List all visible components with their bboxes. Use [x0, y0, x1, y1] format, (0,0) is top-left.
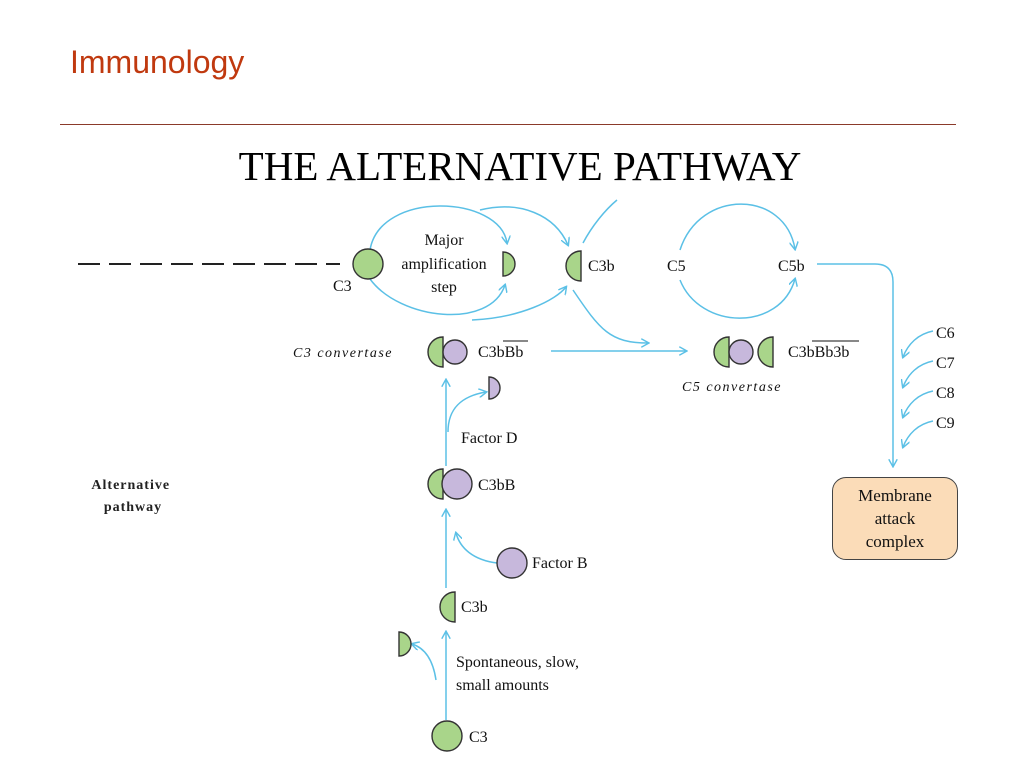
label-factor-d: Factor D: [461, 430, 517, 447]
c3bbb3b-second-c3b: [757, 336, 774, 368]
label-c5: C5: [667, 258, 686, 275]
arrow-c7: [903, 360, 934, 387]
c3bbb3b-c3b-part: [713, 336, 730, 368]
c3bbb3b-bb-part: [728, 339, 754, 365]
label-c5b: C5b: [778, 258, 805, 275]
side-label-line2: pathway: [104, 500, 162, 515]
c3b-molecule-bottom: [439, 591, 456, 623]
c3b-molecule-top: [565, 250, 582, 282]
header-title: Immunology: [70, 44, 245, 80]
arrow-c3b-up: [582, 199, 618, 244]
label-c9: C9: [936, 415, 955, 432]
alternative-pathway-side-label: Alternative pathway: [91, 478, 174, 515]
c3bb-factor-b-part: [441, 468, 473, 500]
arrow-to-c3b-top: [479, 206, 568, 245]
c3a-fragment-top: [502, 251, 516, 277]
ba-fragment: [488, 376, 501, 400]
label-c5-convertase: C5 convertase: [682, 380, 782, 395]
label-major-step-line2: amplification: [401, 256, 486, 273]
arrow-c6: [903, 330, 934, 357]
label-major-step-line1: Major: [424, 232, 464, 249]
label-c7: C7: [936, 355, 955, 372]
label-c3-convertase: C3 convertase: [293, 346, 393, 361]
arrow-c5b-to-mac: [817, 263, 893, 466]
slide-title: THE ALTERNATIVE PATHWAY: [238, 143, 802, 189]
label-c3bbb3b: C3bBb3b: [788, 344, 849, 361]
c3bbb-c3b-part: [427, 336, 444, 368]
c3-molecule-left: [352, 248, 384, 280]
membrane-attack-complex-box: Membrane attack complex: [832, 477, 958, 560]
arrow-c8: [903, 390, 934, 417]
arrow-c9: [903, 420, 934, 447]
label-c6: C6: [936, 325, 955, 342]
c3bbb-bb-part: [442, 339, 468, 365]
label-spontaneous-line1: Spontaneous, slow,: [456, 654, 579, 671]
label-c3-bottom: C3: [469, 729, 488, 746]
label-major-step-line3: step: [431, 279, 457, 296]
label-spontaneous-line2: small amounts: [456, 677, 549, 694]
arrow-c3b-to-c5-convertase: [572, 289, 648, 343]
arrow-from-c3b-loop: [471, 287, 566, 321]
arrow-c5-loop-top: [679, 203, 795, 250]
label-factor-b: Factor B: [532, 555, 588, 572]
factor-b-molecule: [496, 547, 528, 579]
label-c3b-bottom: C3b: [461, 599, 488, 616]
label-c3b-top: C3b: [588, 258, 615, 275]
c3bb-c3b-part: [427, 468, 444, 500]
arrow-c5-loop-bottom: [679, 279, 795, 319]
label-c8: C8: [936, 385, 955, 402]
label-c3-left: C3: [333, 278, 352, 295]
arrow-amplification-top: [369, 205, 507, 251]
label-c3bbb: C3bBb: [478, 344, 523, 361]
c3-molecule-bottom: [431, 720, 463, 752]
c3a-fragment-bottom: [398, 631, 412, 657]
label-c3bb: C3bB: [478, 477, 515, 494]
arrow-spontaneous: [412, 644, 437, 681]
header-divider: [60, 124, 956, 125]
arrow-amplification-bottom: [369, 278, 505, 316]
arrow-factor-d: [447, 392, 486, 433]
arrow-factor-b: [456, 533, 498, 564]
side-label-line1: Alternative: [91, 478, 170, 493]
